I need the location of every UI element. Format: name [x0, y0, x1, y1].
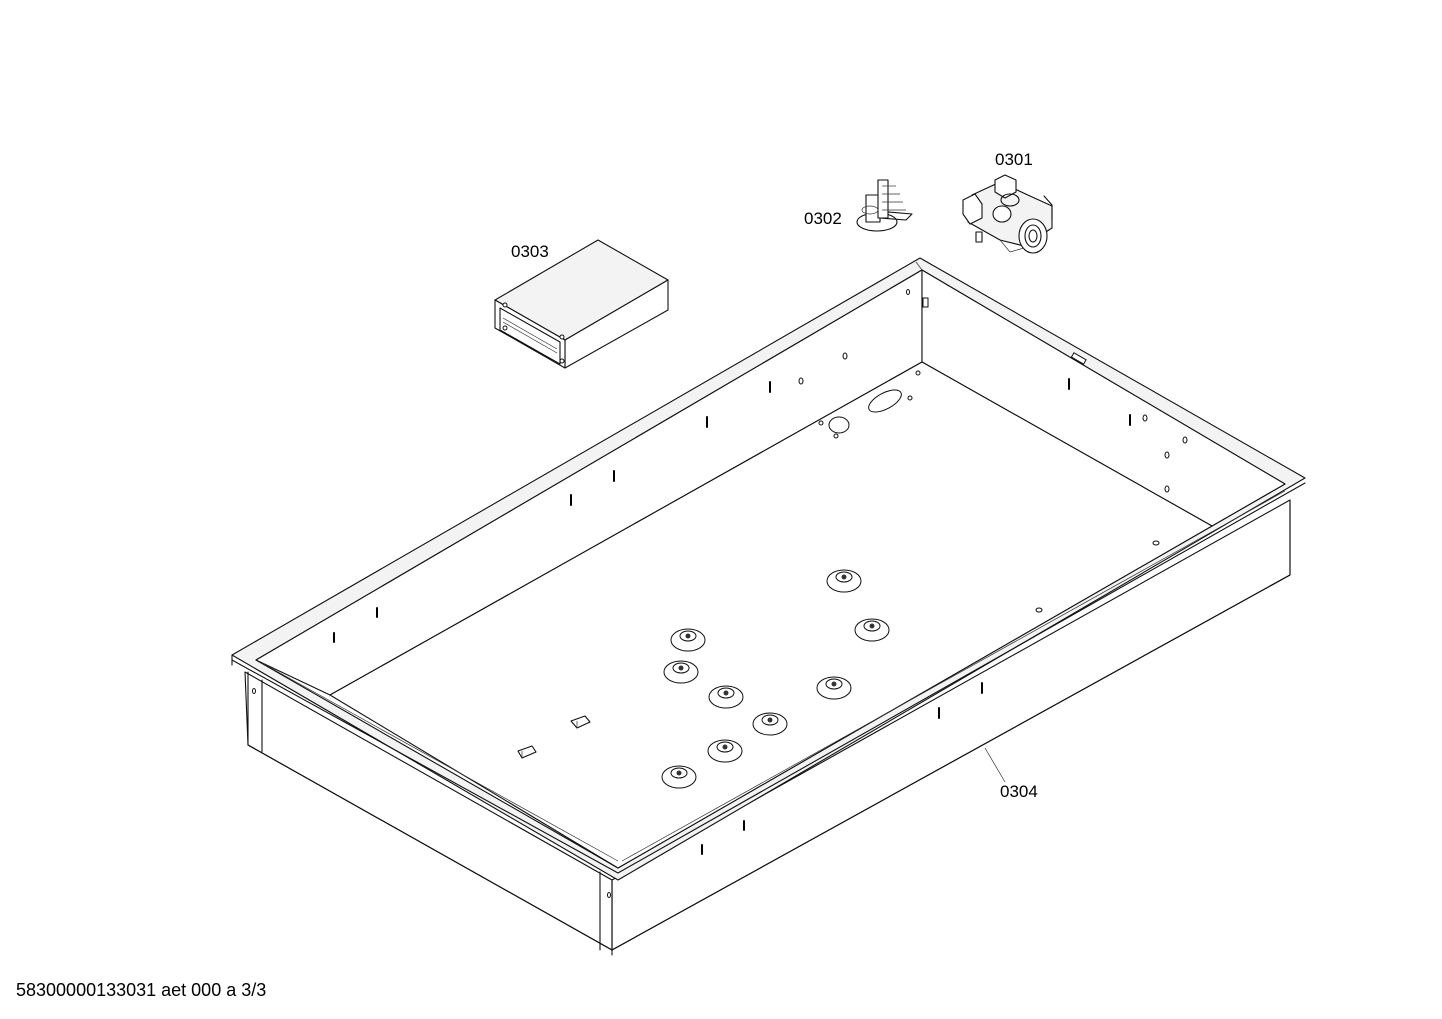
mounting-boss	[752, 712, 788, 736]
wall-holes	[252, 289, 1188, 898]
mounting-boss	[707, 739, 743, 763]
mounting-boss	[826, 569, 862, 593]
mounting-boss	[854, 618, 890, 642]
rectangular-box	[494, 239, 669, 369]
label-0303: 0303	[511, 242, 549, 261]
label-0304: 0304	[1000, 782, 1038, 801]
mounting-boss	[670, 628, 706, 652]
tray-leader-line	[984, 747, 1006, 783]
gas-valve	[962, 174, 1053, 254]
mounting-boss	[708, 685, 744, 709]
document-code: 58300000133031 aet 000 a 3/3	[16, 980, 267, 1000]
terminal-connector	[856, 179, 913, 232]
mounting-boss	[816, 676, 852, 700]
floor-mounting-bosses	[661, 569, 890, 789]
mounting-boss	[661, 765, 697, 789]
floor-clips	[517, 715, 591, 759]
label-0302: 0302	[804, 209, 842, 228]
floor-openings	[818, 370, 921, 439]
cooktop-tray	[231, 257, 1306, 956]
mounting-boss	[663, 660, 699, 684]
label-0301: 0301	[995, 150, 1033, 169]
wall-slots	[333, 378, 1131, 855]
